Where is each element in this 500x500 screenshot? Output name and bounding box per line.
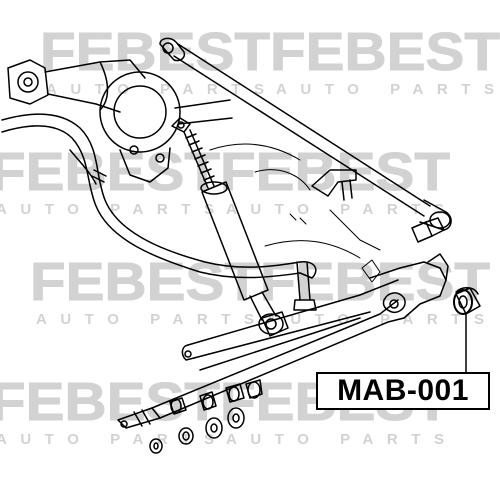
watermark-tagline: AUTO PARTS (276, 81, 494, 98)
lower-trailing-arm (117, 253, 449, 429)
lateral-rod (159, 37, 452, 243)
watermark-brand: FEBEST (30, 252, 260, 312)
suspension-drawing (1, 37, 481, 454)
watermark-brand: FEBEST (0, 372, 220, 432)
exploded-bushings (149, 379, 263, 454)
part-number-label: MAB-001 (316, 372, 490, 410)
mab-001-bushing (453, 287, 481, 373)
bushing-set-lower (149, 407, 245, 454)
bushing-set-upper (169, 379, 263, 415)
watermark-brand: FEBEST (0, 142, 220, 202)
shock-absorber (171, 117, 289, 337)
body-frame-outline (209, 143, 381, 283)
watermark-brand: FEBEST (220, 142, 450, 202)
watermark-tagline: AUTO PARTS (226, 431, 444, 448)
stabilizer-bar (1, 113, 317, 311)
watermark-tagline: AUTO PARTS (36, 311, 254, 328)
watermark-tagline: AUTO PARTS (46, 81, 264, 98)
watermark-tagline: AUTO PARTS (0, 431, 214, 448)
watermark-brand: FEBEST (270, 22, 500, 82)
watermark-brand: FEBEST (40, 22, 270, 82)
rear-axle-housing (7, 59, 233, 185)
